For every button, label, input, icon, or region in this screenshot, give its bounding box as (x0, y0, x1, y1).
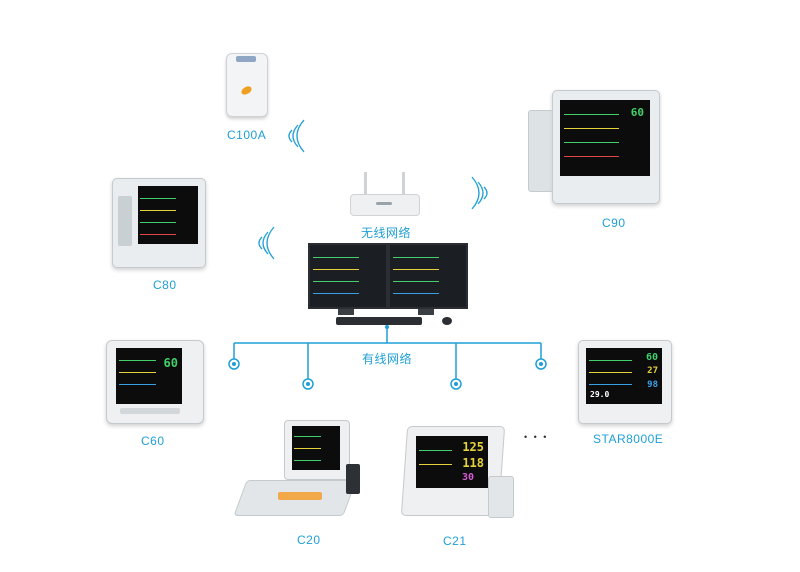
star8000e-temp: 29.0 (590, 390, 610, 399)
star8000e-rr: 27 (647, 366, 658, 376)
c21-readout-2: 118 (462, 456, 484, 470)
c100a-label: C100A (227, 128, 267, 142)
c21-readout-3: 30 (461, 472, 474, 483)
more-devices-ellipsis: • • • (524, 432, 549, 442)
star8000e-device: 60 27 98 29.0 (578, 340, 672, 424)
c60-label: C60 (141, 434, 165, 448)
wireless-signal-icon (258, 226, 275, 260)
c20-device (233, 420, 362, 520)
wireless-signal-icon (471, 176, 488, 210)
c21-readout-1: 125 (462, 440, 484, 454)
c100a-device (226, 53, 268, 117)
wireless-router (350, 172, 420, 218)
c60-device: 60 (106, 340, 204, 424)
c21-device: 125 118 30 (400, 426, 514, 520)
c90-label: C90 (602, 216, 626, 230)
c80-device (108, 178, 206, 270)
central-station (308, 243, 468, 327)
c20-label: C20 (297, 533, 321, 547)
wired-network-label: 有线网络 (362, 352, 413, 366)
wireless-signal-icon (288, 119, 305, 153)
c80-label: C80 (153, 278, 177, 292)
star8000e-label: STAR8000E (593, 432, 664, 446)
c90-device: 60 (528, 90, 660, 206)
star8000e-spo2: 98 (647, 380, 658, 390)
c60-readout: 60 (163, 356, 178, 370)
c21-label: C21 (443, 534, 467, 548)
wireless-network-label: 无线网络 (361, 226, 412, 240)
star8000e-hr: 60 (645, 352, 658, 363)
